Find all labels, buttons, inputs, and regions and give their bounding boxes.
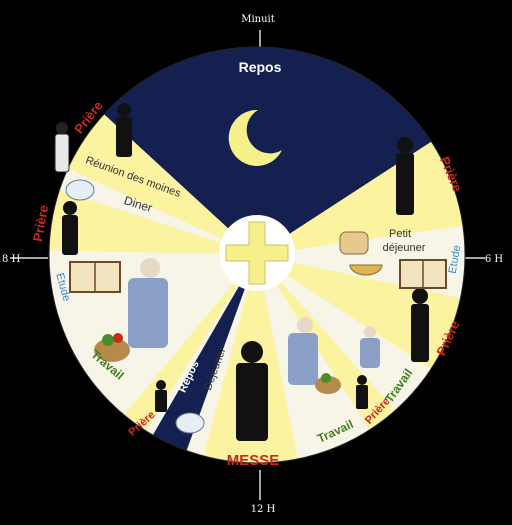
plate-icon <box>65 179 205 434</box>
prayer-sector-bottom-left <box>120 255 257 440</box>
repos-noon-sector <box>150 255 257 455</box>
basket-icon <box>94 333 341 394</box>
label-petit: Petit <box>389 228 411 240</box>
prayer-sector-top-right <box>257 140 465 255</box>
wheel-outline <box>48 46 466 464</box>
midnight-label: Minuit <box>241 14 275 25</box>
six-am-label: 6 H <box>485 254 504 265</box>
label-repos-night: Repos <box>239 59 282 75</box>
label-dejeuner-breakfast: déjeuner <box>383 242 426 254</box>
label-priere-left: Prière <box>30 204 51 243</box>
moon-icon <box>228 109 282 166</box>
label-etude-right: Etude <box>447 244 464 274</box>
label-messe: MESSE <box>227 452 280 469</box>
abbot-icon <box>54 122 70 173</box>
praying-monk-icon <box>62 103 429 441</box>
noon-label: 12 H <box>251 504 276 515</box>
six-pm-label: 18 H <box>0 254 21 265</box>
night-sector <box>95 47 434 255</box>
prayer-sector-top-left <box>60 106 257 255</box>
cross-icon <box>225 221 289 285</box>
walking-monk-icon <box>128 258 380 385</box>
book-icon <box>69 259 447 293</box>
bread-bowl-icon <box>339 231 383 276</box>
prayer-sector-left <box>49 185 257 255</box>
